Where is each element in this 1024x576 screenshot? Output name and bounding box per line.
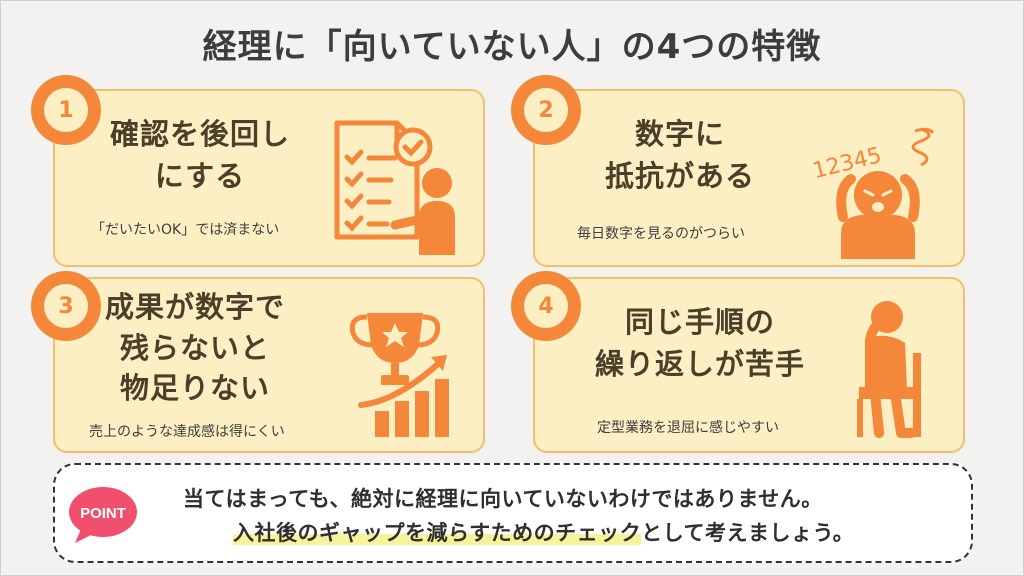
badge-4-number: 4 — [524, 284, 568, 328]
card-1-title: 確認を後回し にする — [85, 113, 315, 197]
point-line-2-rest: として考えましょう。 — [641, 521, 855, 545]
badge-3: 3 — [31, 271, 101, 341]
stressed-person-icon: 12345 — [810, 127, 935, 259]
badge-2: 2 — [511, 75, 581, 145]
badge-3-number: 3 — [44, 284, 88, 328]
point-box: POINT 当てはまっても、絶対に経理に向いていないわけではありません。 入社後… — [53, 463, 973, 563]
card-1: 確認を後回し にする 「だいたいOK」では済まない — [53, 89, 485, 267]
card-2-title-line2: 抵抗がある — [604, 159, 755, 194]
badge-4: 4 — [511, 271, 581, 341]
card-3-title-line1: 成果が数字で — [104, 290, 285, 324]
card-3-title-line3: 物足りない — [119, 371, 270, 406]
card-1-subtitle: 「だいたいOK」では済まない — [91, 222, 280, 238]
card-3: 成果が数字で 残らないと 物足りない 売上のような達成感は得にくい — [53, 277, 485, 453]
card-2-title: 数字に 抵抗がある — [575, 113, 785, 197]
card-3-subtitle: 売上のような達成感は得にくい — [89, 424, 285, 440]
point-speech-bubble-icon: POINT — [69, 487, 137, 543]
card-4-title: 同じ手順の 繰り返しが苦手 — [575, 301, 825, 385]
card-4-title-line1: 同じ手順の — [624, 305, 775, 339]
card-2: 数字に 抵抗がある 毎日数字を見るのがつらい 12345 — [533, 89, 965, 267]
card-3-title-line2: 残らないと — [119, 330, 270, 365]
card-1-title-line2: にする — [154, 159, 246, 194]
card-4: 同じ手順の 繰り返しが苦手 定型業務を退屈に感じやすい — [533, 277, 965, 453]
trophy-growth-icon — [349, 313, 449, 437]
card-4-title-line2: 繰り返しが苦手 — [594, 347, 805, 382]
badge-1: 1 — [31, 75, 101, 145]
checklist-person-icon — [334, 120, 455, 255]
point-label: POINT — [80, 505, 126, 522]
bored-person-icon — [857, 301, 921, 438]
badge-1-number: 1 — [44, 88, 88, 132]
badge-2-number: 2 — [524, 88, 568, 132]
point-line-2: 入社後のギャップを減らすためのチェックとして考えましょう。 — [233, 517, 854, 547]
point-line-2-highlight: 入社後のギャップを減らすためのチェック — [233, 521, 642, 545]
card-3-title: 成果が数字で 残らないと 物足りない — [75, 287, 315, 409]
card-2-subtitle: 毎日数字を見るのがつらい — [577, 226, 745, 242]
page-title: 経理に「向いていない人」の4つの特徴 — [202, 27, 822, 67]
point-line-1: 当てはまっても、絶対に経理に向いていないわけではありません。 — [183, 487, 823, 511]
card-4-subtitle: 定型業務を退屈に感じやすい — [597, 420, 779, 436]
card-1-title-line1: 確認を後回し — [109, 117, 290, 151]
card-2-title-line1: 数字に — [634, 117, 725, 151]
